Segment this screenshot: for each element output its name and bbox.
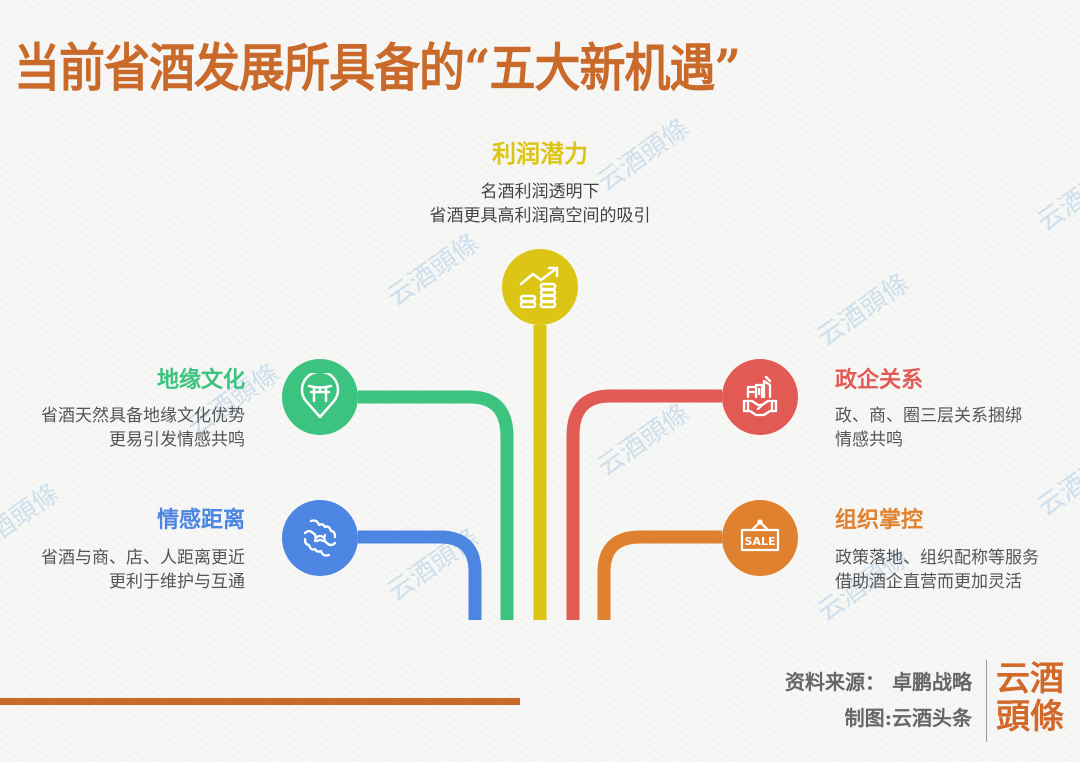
node-desc-org: 政策落地、组织配称等服务 借助酒企直营而更加灵活 — [835, 546, 1039, 594]
brand-logo: 云酒 頭條 — [996, 660, 1064, 736]
desc-line: 更利于维护与互通 — [109, 572, 245, 592]
source-text: 资料来源： 卓鹏战略 — [785, 670, 972, 694]
node-title-geo: 地缘文化 — [156, 368, 245, 393]
page-title: 当前省酒发展所具备的“五大新机遇” — [14, 38, 741, 99]
desc-line: 省酒与商、店、人距离更近 — [41, 548, 245, 568]
torii-pin-icon — [282, 359, 358, 435]
node-title-gov: 政企关系 — [835, 368, 924, 393]
connector-emotion — [358, 530, 482, 620]
connector-org — [597, 530, 722, 620]
bottom-accent-bar — [0, 698, 520, 705]
node-desc-profit: 名酒利润透明下 省酒更具高利润高空间的吸引 — [380, 180, 700, 228]
brand-line: 云酒 — [996, 659, 1064, 699]
connector-gov — [566, 389, 722, 620]
desc-line: 更易引发情感共鸣 — [109, 430, 245, 450]
desc-line: 名酒利润透明下 — [480, 182, 600, 202]
connector-geo — [358, 390, 514, 620]
desc-line: 省酒更具高利润高空间的吸引 — [429, 206, 651, 226]
handshake-icon — [282, 500, 358, 576]
growth-coins-icon — [502, 249, 578, 325]
node-desc-emotion: 省酒与商、店、人距离更近 更利于维护与互通 — [0, 546, 245, 594]
building-handshake-icon — [722, 359, 798, 435]
node-desc-gov: 政、商、圈三层关系捆绑 情感共鸣 — [835, 404, 1022, 452]
desc-line: 政、商、圈三层关系捆绑 — [835, 406, 1022, 426]
brand-line: 頭條 — [996, 697, 1064, 737]
node-title-profit: 利润潜力 — [492, 140, 588, 168]
sale-sign-icon: SALE — [722, 500, 798, 576]
node-title-emotion: 情感距离 — [156, 508, 245, 533]
desc-line: 省酒天然具备地缘文化优势 — [41, 406, 245, 426]
source-credit: 资料来源： 卓鹏战略 制图:云酒头条 — [785, 664, 972, 736]
desc-line: 借助酒企直营而更加灵活 — [835, 572, 1022, 592]
footer-divider — [986, 660, 987, 742]
node-desc-geo: 省酒天然具备地缘文化优势 更易引发情感共鸣 — [0, 404, 245, 452]
desc-line: 情感共鸣 — [835, 430, 903, 450]
maker-text: 制图:云酒头条 — [844, 706, 972, 730]
node-title-org: 组织掌控 — [835, 508, 924, 533]
desc-line: 政策落地、组织配称等服务 — [835, 548, 1039, 568]
svg-text:SALE: SALE — [745, 535, 776, 548]
